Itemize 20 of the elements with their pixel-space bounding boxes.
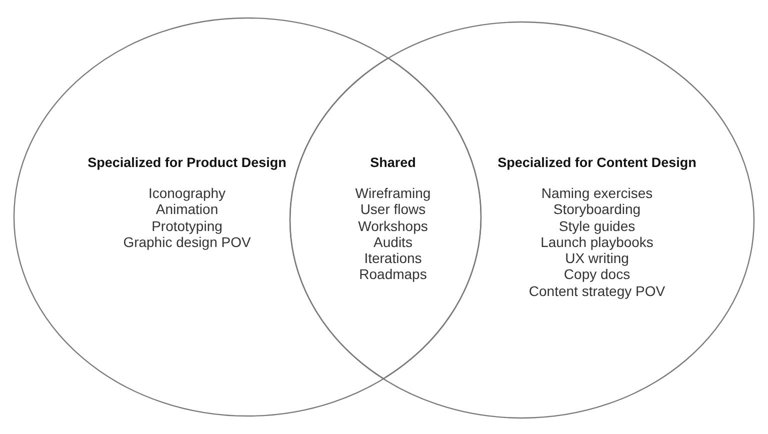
list-item: Iterations: [364, 250, 422, 266]
list-item: Storyboarding: [553, 201, 641, 218]
set-heading: Specialized for Product Design: [88, 155, 286, 171]
list-item: Launch playbooks: [540, 234, 654, 250]
set-heading: Specialized for Content Design: [498, 155, 696, 171]
list-item: UX writing: [565, 250, 629, 266]
list-item: Content strategy POV: [528, 282, 666, 300]
list-item: Style guides: [558, 218, 636, 234]
list-item: Audits: [374, 234, 412, 250]
list-item: Prototyping: [152, 218, 222, 234]
list-item: Wireframing: [355, 184, 431, 202]
set-heading: Shared: [370, 154, 416, 171]
list-item: Naming exercises: [541, 185, 653, 202]
list-item: Graphic design POV: [123, 234, 251, 250]
list-item: Roadmaps: [359, 266, 427, 283]
list-item: Iconography: [148, 185, 226, 202]
list-item: User flows: [360, 201, 426, 218]
list-item: Copy docs: [564, 266, 630, 283]
list-item: Animation: [156, 201, 218, 218]
list-item: Workshops: [358, 218, 428, 234]
